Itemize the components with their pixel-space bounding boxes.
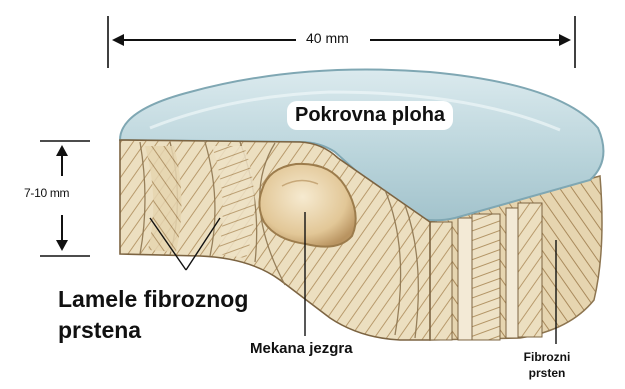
lamellae-label: Lamele fibroznog prstena [58, 284, 248, 346]
width-label: 40 mm [300, 30, 355, 46]
outer-lamella-bands [430, 203, 542, 340]
lamellae-label-line2: prstena [58, 315, 248, 346]
arrow-down-icon [56, 240, 68, 251]
top-surface-label: Pokrovna ploha [287, 101, 453, 130]
arrow-up-icon [56, 145, 68, 156]
arrowhead-left-icon [112, 34, 124, 46]
ring-label-line2: prsten [517, 365, 577, 381]
height-label: 7-10 mm [24, 186, 69, 200]
nucleus-label: Mekana jezgra [250, 340, 353, 357]
ring-label: Fibrozni prsten [517, 349, 577, 381]
ring-label-line1: Fibrozni [517, 349, 577, 365]
arrowhead-right-icon [559, 34, 571, 46]
lamellae-label-line1: Lamele fibroznog [58, 284, 248, 315]
